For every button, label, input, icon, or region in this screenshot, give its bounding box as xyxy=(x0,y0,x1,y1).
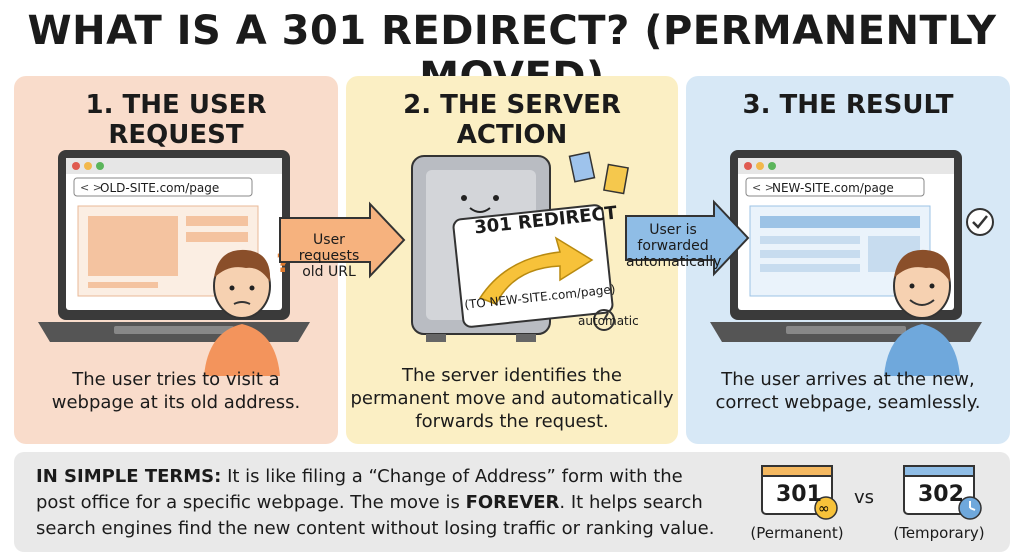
svg-text:< >: < > xyxy=(752,181,774,194)
versus-label: vs xyxy=(854,487,875,508)
happy-user-avatar xyxy=(884,249,960,376)
confused-user-avatar: ? xyxy=(204,249,291,376)
panel-server-action: 2. THE SERVER ACTION 301 REDIRECT (TO NE… xyxy=(346,76,678,444)
panel-description: The user tries to visit a webpage at its… xyxy=(51,369,301,413)
address-bar-url: NEW-SITE.com/page xyxy=(772,181,894,195)
summary-box: IN SIMPLE TERMS: It is like filing a “Ch… xyxy=(14,452,1010,552)
document-icons xyxy=(568,151,629,195)
server-illustration xyxy=(411,151,629,342)
panel-result: 3. THE RESULT < > xyxy=(686,76,1010,444)
panel-heading: 3. THE RESULT xyxy=(742,90,954,120)
address-bar-url: OLD-SITE.com/page xyxy=(100,181,220,195)
panel-heading: 1. THE USER REQUEST xyxy=(85,90,267,150)
result-illustration: < > xyxy=(710,150,994,376)
laptop-icon: < > xyxy=(710,150,982,342)
arrow-label-request: User requests old URL xyxy=(298,232,360,280)
automatic-label: automatic xyxy=(578,314,639,328)
checkmark-icon xyxy=(966,208,994,236)
user-request-illustration: < > ? xyxy=(38,150,310,376)
redirect-sign xyxy=(452,204,614,328)
caption-temporary: (Temporary) xyxy=(893,524,985,542)
arrow-label-forward: User is forwarded automatically xyxy=(626,222,722,270)
panel-description: The server identifies the permanent move… xyxy=(350,365,674,432)
summary-label: IN SIMPLE TERMS: xyxy=(36,466,222,487)
code-302: 302 xyxy=(918,482,964,507)
summary-text: IN SIMPLE TERMS: It is like filing a “Ch… xyxy=(36,466,715,539)
laptop-icon: < > xyxy=(38,150,310,342)
svg-text:< >: < > xyxy=(80,181,102,194)
clock-icon xyxy=(593,309,615,331)
caption-permanent: (Permanent) xyxy=(750,524,844,542)
code-301: 301 xyxy=(776,482,822,507)
panel-heading: 2. THE SERVER ACTION xyxy=(403,90,621,150)
panel-description: The user arrives at the new, correct web… xyxy=(715,369,981,413)
